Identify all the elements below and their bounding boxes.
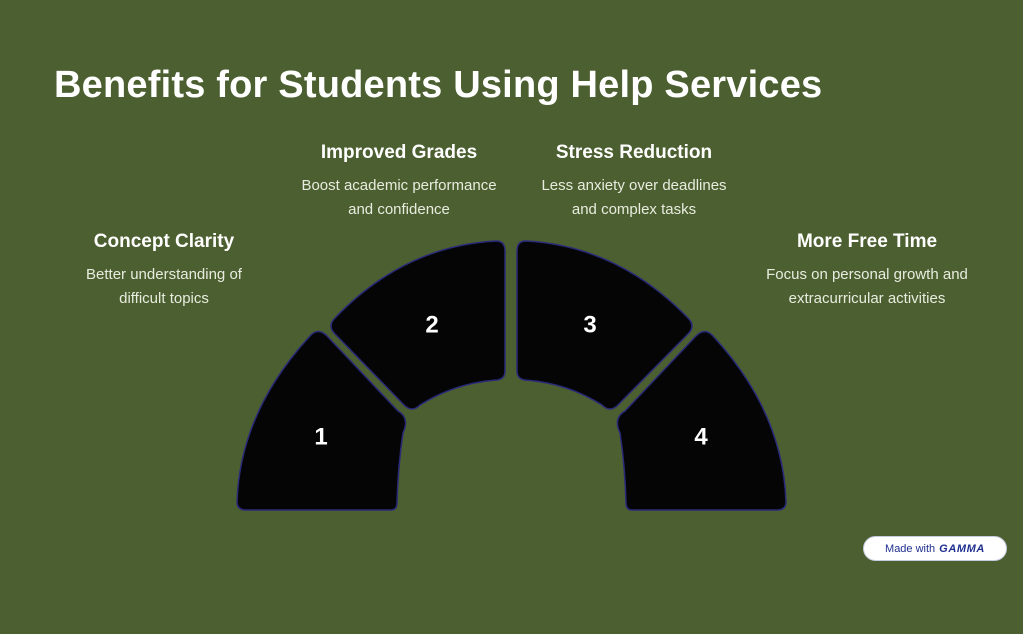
made-with-gamma-badge[interactable]: Made with GAMMA: [863, 536, 1007, 561]
arc-segment-4: 4: [616, 330, 787, 511]
badge-prefix: Made with: [885, 542, 936, 555]
arc-segment-2-shape: [330, 240, 506, 410]
benefit-description-line: and complex tasks: [571, 201, 697, 218]
benefit-label-improved-grades: Improved Grades Boost academic performan…: [284, 142, 514, 222]
segment-number: 1: [314, 424, 327, 451]
benefit-label-stress-reduction: Stress Reduction Less anxiety over deadl…: [524, 142, 744, 222]
benefit-description: Less anxiety over deadlines and complex …: [524, 174, 744, 222]
benefit-title: Concept Clarity: [93, 231, 235, 252]
benefit-label-more-free-time: More Free Time Focus on personal growth …: [752, 231, 982, 311]
benefit-description-line: Focus on personal growth and: [766, 266, 968, 283]
segment-number: 2: [425, 312, 438, 339]
benefit-description-line: difficult topics: [119, 290, 209, 307]
gamma-logo: GAMMA: [939, 542, 985, 555]
benefit-description-line: extracurricular activities: [788, 290, 946, 307]
benefit-description: Better understanding of difficult topics: [64, 263, 264, 311]
arc-segment-2: 2: [330, 240, 506, 410]
arc-segment-1: 1: [236, 330, 407, 511]
arc-segment-1-shape: [236, 330, 407, 511]
benefit-description: Focus on personal growth and extracurric…: [752, 263, 982, 311]
benefit-title: Improved Grades: [320, 142, 478, 163]
benefit-description-line: Boost academic performance: [301, 177, 497, 194]
benefit-description-line: Less anxiety over deadlines: [541, 177, 727, 194]
benefit-description-line: Better understanding of: [86, 266, 242, 283]
segment-number: 3: [583, 312, 596, 339]
arc-segment-3-shape: [516, 240, 693, 410]
arc-segment-3: 3: [516, 240, 693, 410]
benefit-description: Boost academic performance and confidenc…: [284, 174, 514, 222]
benefit-title: Stress Reduction: [555, 142, 713, 163]
benefit-label-concept-clarity: Concept Clarity Better understanding of …: [64, 231, 264, 311]
benefit-description-line: and confidence: [348, 201, 450, 218]
segment-number: 4: [694, 424, 708, 451]
benefit-title: More Free Time: [796, 231, 938, 252]
page-title: Benefits for Students Using Help Service…: [54, 64, 823, 106]
arc-segment-4-shape: [616, 330, 787, 511]
